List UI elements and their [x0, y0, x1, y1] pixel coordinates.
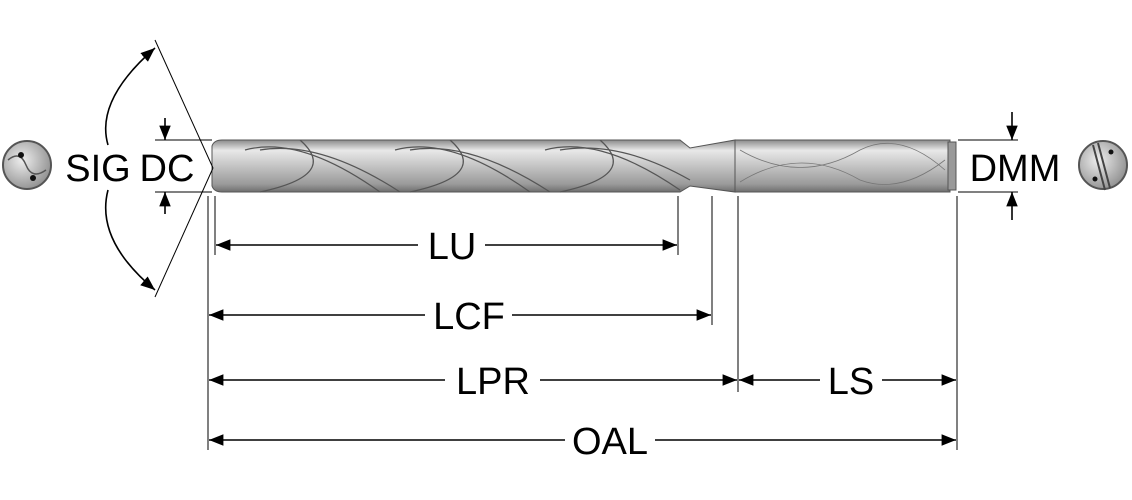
drill-body — [211, 139, 957, 193]
label-ls: LS — [828, 361, 874, 403]
right-end-view-icon — [1078, 140, 1128, 191]
sig-angle-dimension — [104, 39, 214, 298]
label-dc: DC — [140, 148, 195, 190]
left-end-view-icon — [2, 140, 52, 190]
label-oal: OAL — [572, 421, 648, 463]
dc-dimension — [155, 118, 212, 214]
label-sig: SIG — [65, 148, 130, 190]
label-dmm: DMM — [970, 148, 1061, 190]
label-lpr: LPR — [456, 361, 530, 403]
label-lcf: LCF — [433, 296, 505, 338]
extension-lines — [207, 196, 958, 450]
dmm-dimension — [958, 112, 1018, 220]
label-lu: LU — [428, 226, 477, 268]
flute-lines — [244, 139, 691, 193]
